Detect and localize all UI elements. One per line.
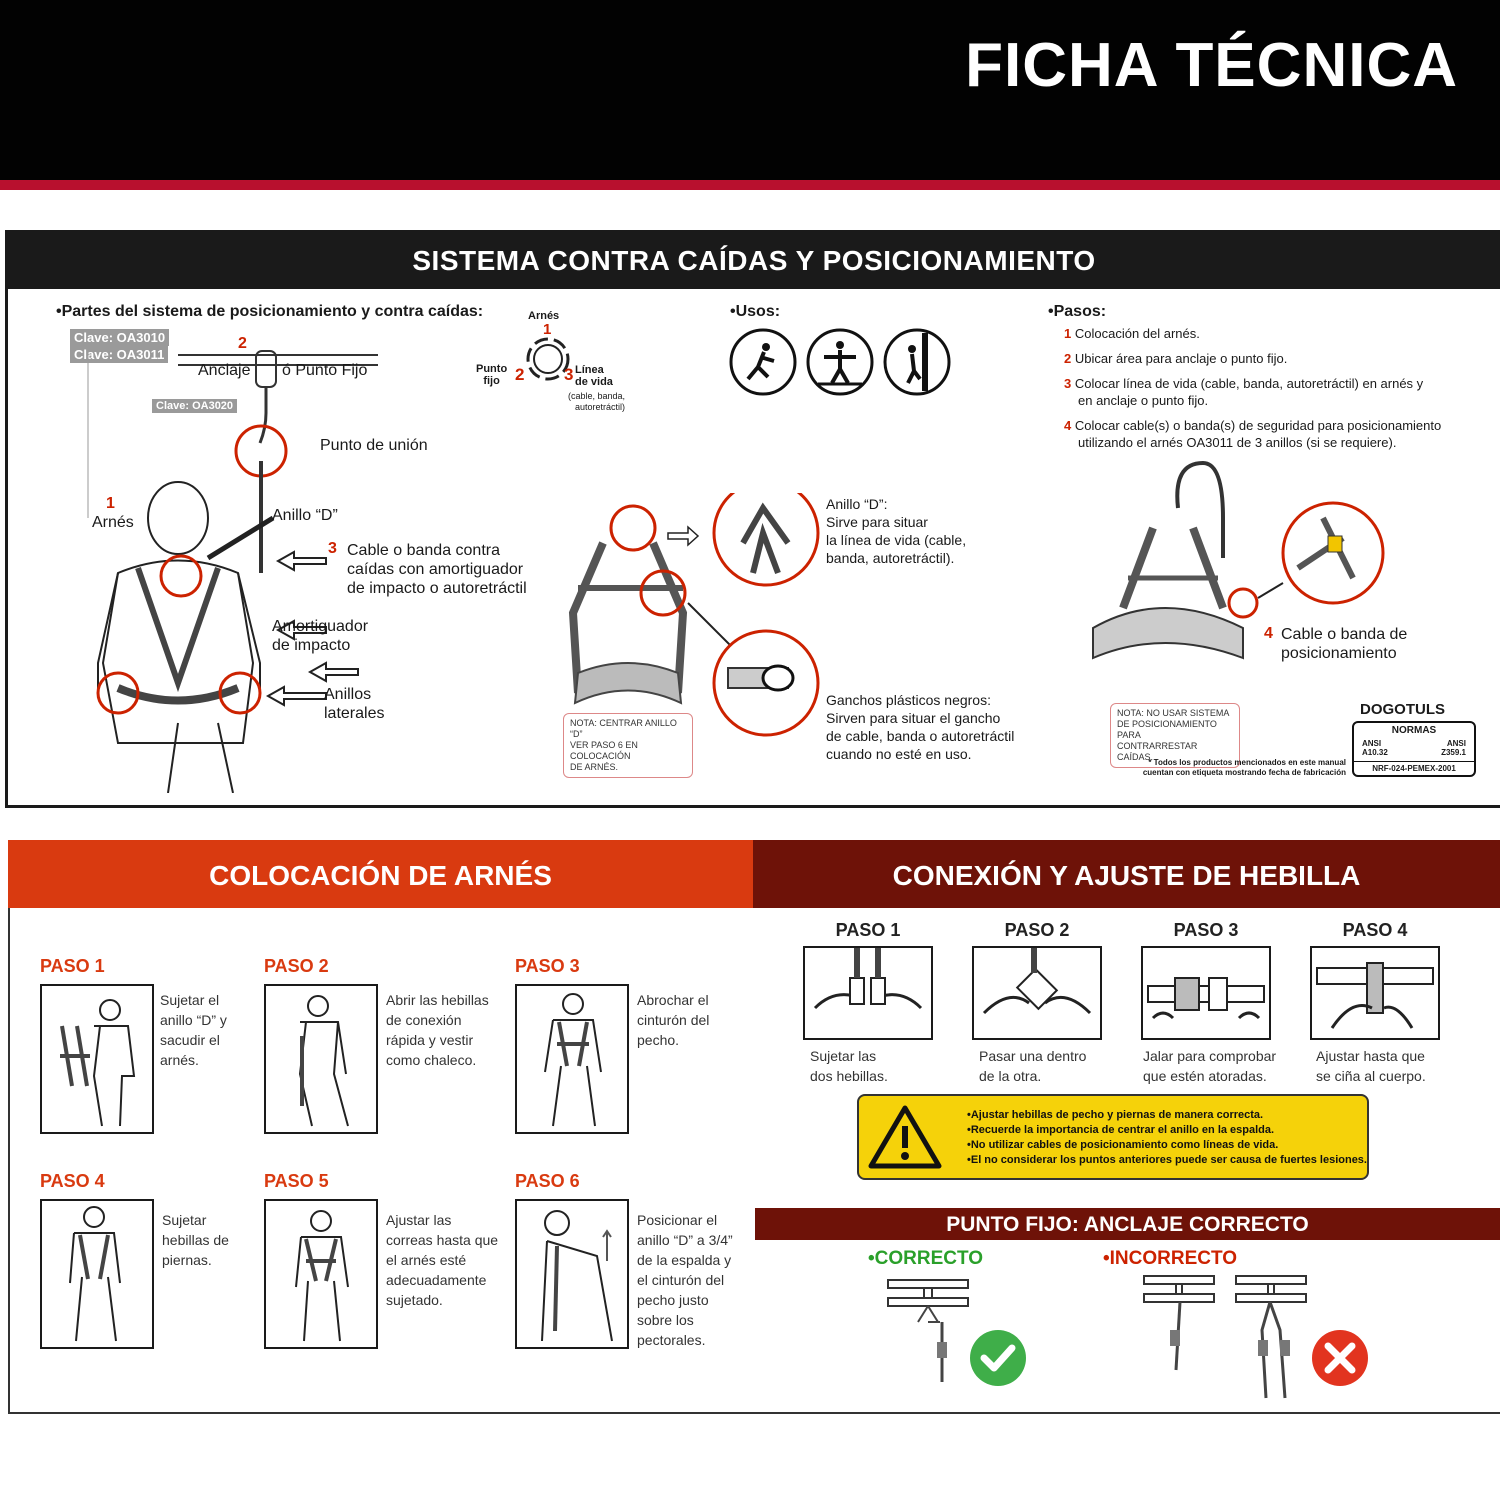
conexion-title: CONEXIÓN Y AJUSTE DE HEBILLA [892, 860, 1361, 891]
nota-centrar-anillo: NOTA: CENTRAR ANILLO “D”VER PASO 6 EN CO… [563, 713, 693, 778]
coloc-paso-6-image [515, 1199, 629, 1349]
clave-oa3020: Clave: OA3020 [152, 399, 238, 413]
conexion-title-bar: CONEXIÓN Y AJUSTE DE HEBILLA [753, 840, 1500, 908]
usos-title: •Usos: [730, 303, 781, 320]
warning-icon [868, 1105, 942, 1169]
arnes-label: Arnés [92, 514, 134, 531]
anclaje-incorrecto-illustration [1143, 1275, 1368, 1399]
coloc-paso-1-image [40, 984, 154, 1134]
coloc-paso-2-image [264, 984, 378, 1134]
conex-paso-1-label: PASO 1 [835, 920, 901, 940]
usos-icons [729, 328, 951, 396]
cycle-arnes: Arnés [528, 310, 560, 322]
clave-oa3010: Clave: OA3010 [70, 329, 170, 346]
ganchos-desc: Ganchos plásticos negros:Sirven para sit… [826, 692, 1015, 762]
clave-oa3011: Clave: OA3011 [70, 346, 169, 363]
pole-climb-icon [883, 328, 951, 396]
coloc-paso-3-image [515, 984, 629, 1134]
pasos-title: •Pasos: [1048, 303, 1107, 320]
sistema-title-bar: SISTEMA CONTRA CAÍDAS Y POSICIONAMIENTO [8, 233, 1500, 289]
colocacion-title-bar: COLOCACIÓN DE ARNÉS [8, 840, 753, 908]
cycle-num-1: 1 [543, 321, 552, 338]
coloc-paso-5-label: PASO 5 [264, 1171, 329, 1191]
sistema-title: SISTEMA CONTRA CAÍDAS Y POSICIONAMIENTO [412, 245, 1096, 276]
incorrecto-label: •INCORRECTO [1103, 1248, 1238, 1269]
cycle-sub: (cable, banda,autoretráctil) [568, 391, 626, 412]
check-icon [970, 1330, 1026, 1386]
conex-paso-3-image [1141, 946, 1271, 1040]
warning-text: •Ajustar hebillas de pecho y piernas de … [967, 1109, 1367, 1166]
coloc-paso-2-label: PASO 2 [264, 956, 329, 976]
pasos-list: 1 Colocación del arnés. 2 Ubicar área pa… [1064, 326, 1442, 450]
brand-logo: DOGOTULS [1360, 701, 1445, 718]
correcto-label: •CORRECTO [868, 1248, 984, 1269]
warning-box: •Ajustar hebillas de pecho y piernas de … [857, 1094, 1369, 1180]
paso-num-4: 4 [1264, 625, 1273, 642]
anillo-d-label: Anillo “D” [272, 507, 338, 524]
anclaje-correcto-illustration [887, 1279, 1026, 1386]
punto-fijo-title-bar: PUNTO FIJO: ANCLAJE CORRECTO [755, 1208, 1500, 1240]
parte-num-3: 3 [328, 540, 337, 557]
coloc-paso-4-image [40, 1199, 154, 1349]
harness-back-illustration [87, 343, 378, 793]
coloc-paso-3-label: PASO 3 [515, 956, 580, 976]
coloc-paso-6-label: PASO 6 [515, 1171, 580, 1191]
fall-arrest-icon [729, 328, 797, 396]
conex-paso-4-image [1310, 946, 1440, 1040]
coloc-paso-1-label: PASO 1 [40, 956, 105, 976]
header-bar: FICHA TÉCNICA [0, 0, 1500, 180]
conex-paso-3-label: PASO 3 [1173, 920, 1239, 940]
walkway-icon [806, 328, 874, 396]
conex-paso-2-image [972, 946, 1102, 1040]
sistema-section: SISTEMA CONTRA CAÍDAS Y POSICIONAMIENTO … [5, 230, 1500, 808]
cycle-num-2: 2 [515, 365, 525, 384]
coloc-paso-4-label: PASO 4 [40, 1171, 105, 1191]
partes-title: •Partes del sistema de posicionamiento y… [56, 303, 484, 320]
cycle-diagram [526, 337, 570, 381]
conex-paso-2-label: PASO 2 [1004, 920, 1070, 940]
conex-paso-1-image [803, 946, 933, 1040]
punto-fijo-label: ó Punto Fijo [282, 362, 368, 379]
parte-num-1: 1 [106, 495, 115, 512]
cycle-num-3: 3 [564, 365, 574, 384]
footnote: * Todos los productos mencionados en est… [1142, 758, 1346, 777]
punto-union-label: Punto de unión [320, 437, 428, 454]
harness-front-illustration [568, 493, 820, 737]
parte-num-2: 2 [238, 335, 247, 352]
conex-paso-4-label: PASO 4 [1342, 920, 1408, 940]
coloc-paso-5-image [264, 1199, 378, 1349]
colocacion-title: COLOCACIÓN DE ARNÉS [209, 860, 552, 891]
cross-icon [1312, 1330, 1368, 1386]
positioning-harness-illustration [1092, 460, 1385, 660]
header-stripe [0, 180, 1500, 190]
punto-fijo-title: PUNTO FIJO: ANCLAJE CORRECTO [946, 1213, 1309, 1236]
anclaje-label: Anclaje [198, 362, 251, 379]
page-title: FICHA TÉCNICA [965, 31, 1458, 100]
